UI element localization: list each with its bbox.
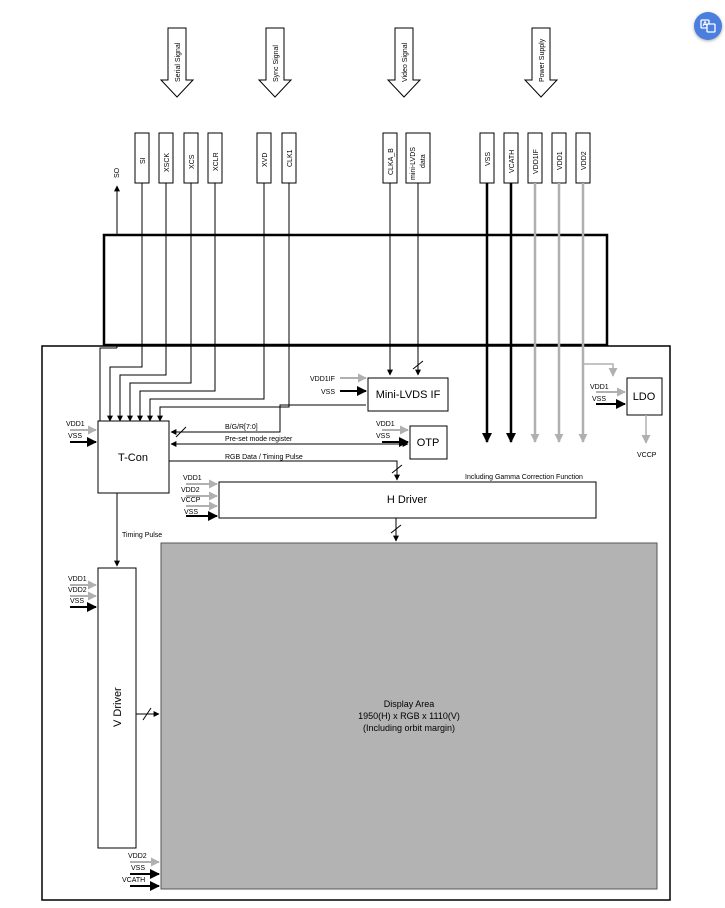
svg-text:XVD: XVD [262,153,269,167]
rgb-timing-bus: RGB Data / Timing Pulse [169,454,403,481]
svg-text:VDD1IF: VDD1IF [310,376,335,383]
svg-text:CLK1: CLK1 [287,149,294,167]
pin-xcs: XCS [183,132,199,184]
video-signal-wires [387,183,424,376]
translate-icon [700,19,716,33]
svg-text:LDO: LDO [633,391,656,403]
sync-signal-input-arrow: Sync Signal [257,27,293,98]
svg-text:VSS: VSS [131,865,145,872]
v-driver-to-display [136,707,160,721]
svg-text:(Including orbit margin): (Including orbit margin) [363,723,455,733]
svg-text:VCATH: VCATH [509,150,516,173]
svg-text:V Driver: V Driver [112,687,124,727]
vccp-output-label: VCCP [637,452,657,459]
svg-text:VDD2: VDD2 [128,853,147,860]
svg-text:VCCP: VCCP [181,497,201,504]
svg-text:XSCK: XSCK [164,153,171,172]
bgr-bus: B/G/R[7:0] [170,404,366,438]
svg-text:VDD2: VDD2 [68,587,87,594]
svg-text:VDD1: VDD1 [66,421,85,428]
svg-text:T-Con: T-Con [118,452,148,464]
svg-text:VSS: VSS [321,389,335,396]
pin-vdd1: VDD1 [551,132,567,184]
timing-pulse-link: Timing Pulse [114,493,162,567]
preset-register-link: Pre-set mode register [170,436,409,447]
power-supply-label: Power Supply [539,38,546,82]
power-supply-wires [482,183,618,443]
h-driver-to-display [390,518,402,542]
ldo-block: LDO [626,377,663,416]
svg-text:Timing Pulse: Timing Pulse [122,532,162,539]
svg-text:H Driver: H Driver [387,494,428,506]
pin-clka-b: CLKA_B [382,132,398,184]
tcon-block: T-Con [97,420,170,494]
svg-text:VSS: VSS [592,396,606,403]
connector-block [102,233,609,347]
svg-text:1950(H) x RGB x 1110(V): 1950(H) x RGB x 1110(V) [358,711,460,721]
svg-text:VSS: VSS [70,598,84,605]
pin-mini-lvds-data: mini-LVDS data [405,132,431,184]
pin-xsck: XSCK [158,132,174,184]
video-signal-label: Video Signal [402,42,409,82]
video-signal-input-arrow: Video Signal [386,27,422,98]
svg-text:SI: SI [140,157,147,164]
v-driver-supply-top: VDD1 VDD2 VSS [68,576,97,612]
h-driver-supply: VDD1 VDD2 VCCP VSS [181,475,218,521]
tcon-supply: VDD1 VSS [66,421,97,447]
svg-text:RGB Data / Timing Pulse: RGB Data / Timing Pulse [225,454,303,461]
svg-text:VDD1: VDD1 [376,421,395,428]
pin-vss: VSS [479,132,495,184]
svg-text:Mini-LVDS IF: Mini-LVDS IF [376,389,441,401]
svg-text:CLKA_B: CLKA_B [388,148,395,175]
svg-text:VDD1: VDD1 [183,475,202,482]
power-supply-input-arrow: Power Supply [523,27,559,98]
chip-outline [41,345,671,901]
otp-block: OTP [409,425,448,460]
svg-text:XCLR: XCLR [213,152,220,171]
otp-supply: VDD1 VSS [376,421,409,447]
pin-xclr: XCLR [207,132,223,184]
translate-button[interactable] [694,12,722,40]
svg-text:VSS: VSS [485,152,492,166]
pin-xvd: XVD [256,132,272,184]
svg-text:B/G/R[7:0]: B/G/R[7:0] [225,424,258,431]
serial-signal-input-arrow: Serial Signal [159,27,195,98]
svg-text:SO: SO [114,167,121,178]
svg-text:Display Area: Display Area [384,699,435,709]
svg-text:VSS: VSS [68,433,82,440]
svg-text:XCS: XCS [189,154,196,169]
svg-text:Pre-set mode register: Pre-set mode register [225,436,293,443]
display-area: Display Area 1950(H) x RGB x 1110(V) (In… [160,542,658,890]
svg-text:VDD1: VDD1 [557,151,564,170]
sync-signal-label: Sync Signal [273,45,280,82]
h-driver-block: H Driver Including Gamma Correction Func… [218,474,597,519]
pin-vdd2: VDD2 [575,132,591,184]
pin-si: SI [134,132,150,184]
mini-lvds-if-block: Mini-LVDS IF [367,377,449,412]
svg-text:VCATH: VCATH [122,877,145,884]
svg-text:VDD1: VDD1 [590,384,609,391]
svg-text:VDD2: VDD2 [181,487,200,494]
display-supply: VDD2 VSS VCATH [122,853,160,891]
svg-text:VSS: VSS [376,433,390,440]
pin-vcath: VCATH [503,132,519,184]
mini-lvds-supply: VDD1IF VSS [310,373,367,396]
svg-text:VDD1: VDD1 [68,576,87,583]
pin-clk1: CLK1 [281,132,297,184]
ldo-supply: VDD1 VSS VCCP [590,384,657,459]
sync-signal-wires [147,183,290,422]
svg-text:mini-LVDS: mini-LVDS [410,147,417,180]
gamma-note: Including Gamma Correction Function [465,474,583,481]
svg-text:VSS: VSS [184,509,198,516]
svg-text:VDD1IF: VDD1IF [533,149,540,174]
v-driver-block: V Driver [97,567,137,849]
svg-text:data: data [420,154,427,168]
svg-text:OTP: OTP [417,437,440,449]
pin-vdd1if: VDD1IF [527,132,543,184]
serial-signal-wires [99,183,216,422]
serial-signal-label: Serial Signal [175,42,182,82]
svg-text:VDD2: VDD2 [581,151,588,170]
